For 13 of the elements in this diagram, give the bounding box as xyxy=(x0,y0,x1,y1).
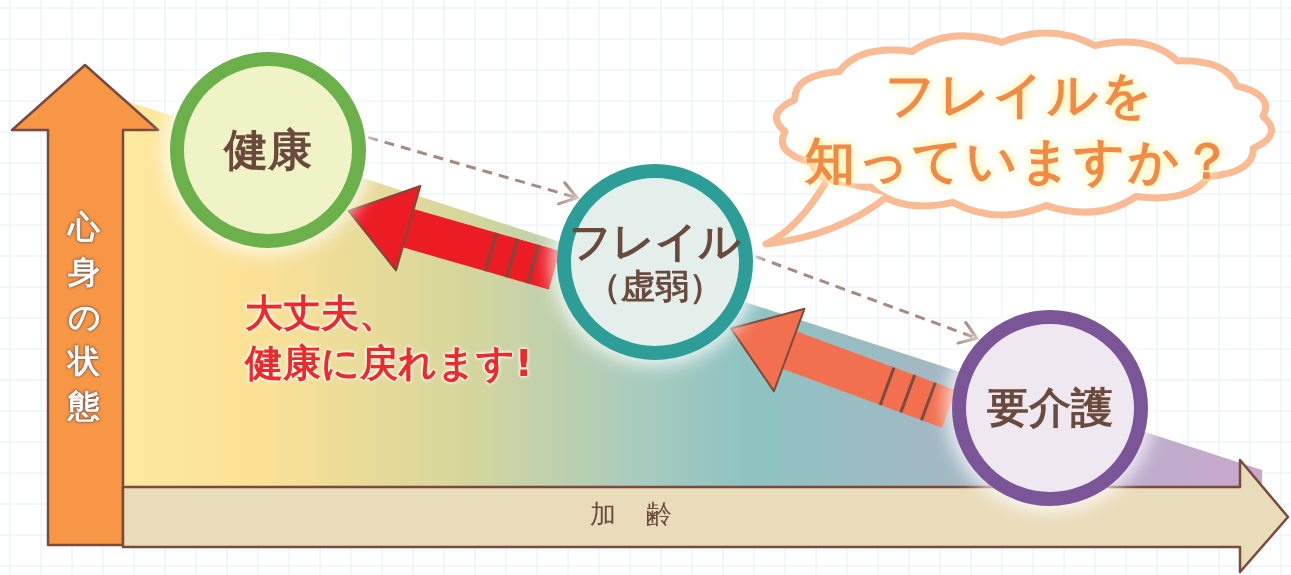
circle-label: 健康 xyxy=(224,124,312,176)
axis-label: 心身の状態 xyxy=(67,207,101,428)
axis-label: 加齢 xyxy=(590,500,702,529)
bubble-text: 知っていますか？ xyxy=(803,131,1236,192)
circle-label: 要介護 xyxy=(987,383,1113,433)
circle-label: （虚弱） xyxy=(587,266,723,306)
arrow xyxy=(347,184,560,290)
callout-text: 大丈夫、 xyxy=(245,293,397,335)
bubble-text: フレイルを xyxy=(884,65,1156,126)
callout-text: 健康に戻れます! xyxy=(245,343,533,385)
arrow xyxy=(367,135,579,206)
arrow xyxy=(755,255,979,345)
arrow xyxy=(730,307,956,428)
